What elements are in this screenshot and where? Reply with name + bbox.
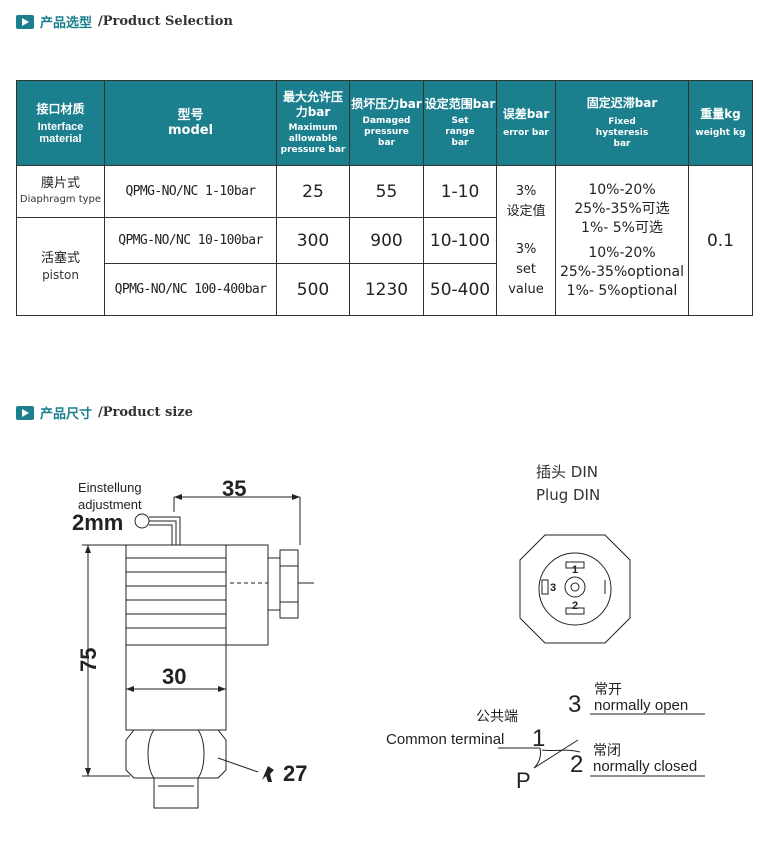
header-hysteresis: 固定迟滞bar Fixed hysteresis bar [555, 80, 689, 166]
section-title-cn: 产品尺寸 [40, 407, 93, 422]
terminal-3-number: 3 [568, 691, 581, 718]
set-range-cell: 10-100 [423, 217, 497, 264]
hysteresis-cell: 10%-20% 25%-35%可选 1%- 5%可选 10%-20% 25%-3… [555, 165, 689, 316]
table-row: QPMG-NO/NC 100-400bar 500 1230 50-400 [17, 263, 753, 316]
table-header-row: 接口材质 Interface material 型号 model 最大允许压力b… [16, 80, 753, 166]
header-model: 型号 model [104, 80, 277, 166]
damaged-pressure-cell: 1230 [349, 263, 424, 316]
switch-body [125, 644, 227, 731]
material-piston: 活塞式 piston [16, 217, 105, 316]
side-connector [279, 549, 299, 619]
adjust-label-3: 2mm [72, 510, 123, 535]
dim-27: 27 [283, 761, 307, 786]
section-title-cn: 产品选型 [40, 16, 93, 31]
section-title-en: /Product Selection [98, 14, 233, 29]
terminal-1-number: 1 [532, 725, 545, 752]
dim-30: 30 [162, 664, 186, 689]
normally-closed-en: normally closed [593, 758, 697, 775]
dim-75: 75 [76, 648, 101, 672]
model-cell: QPMG-NO/NC 10-100bar [104, 217, 277, 264]
plug-din-face [519, 534, 631, 644]
normally-closed-cn: 常闭 [593, 743, 621, 759]
section-title-en: /Product size [98, 405, 193, 420]
header-max-pressure: 最大允许压力bar Maximum allowable pressure bar [276, 80, 350, 166]
play-icon [16, 405, 34, 420]
plug-label-cn: 插头 DIN [536, 463, 598, 481]
product-selection-heading: 产品选型 /Product Selection [16, 12, 233, 31]
switch-head [125, 544, 227, 646]
header-material: 接口材质 Interface material [16, 80, 105, 166]
plug-label-en: Plug DIN [536, 486, 600, 504]
hex-nut [125, 729, 227, 779]
pin-2-label: 2 [572, 600, 578, 612]
error-cell: 3% 设定值 3% set value [496, 165, 556, 316]
product-selection-table: 接口材质 Interface material 型号 model 最大允许压力b… [16, 80, 753, 316]
common-terminal-cn: 公共端 [476, 709, 518, 725]
header-error: 误差bar error bar [496, 80, 556, 166]
damaged-pressure-cell: 55 [349, 165, 424, 218]
weight-cell: 0.1 [688, 165, 753, 316]
dim-35: 35 [222, 476, 246, 501]
product-size-heading: 产品尺寸 /Product size [16, 403, 193, 422]
max-pressure-cell: 500 [276, 263, 350, 316]
header-set-range: 设定范围bar Set range bar [423, 80, 497, 166]
model-cell: QPMG-NO/NC 1-10bar [104, 165, 277, 218]
model-cell: QPMG-NO/NC 100-400bar [104, 263, 277, 316]
play-icon [16, 14, 34, 29]
table-row: 膜片式 Diaphragm type QPMG-NO/NC 1-10bar 25… [16, 165, 753, 316]
pin-3-label: 3 [550, 582, 556, 594]
adjustment-screw [134, 513, 150, 529]
dimension-drawing: Einstellung adjustment 2mm 35 75 30 27 插… [72, 463, 705, 809]
normally-open-cn: 常开 [594, 682, 622, 698]
adjust-label-1: Einstellung [78, 480, 142, 495]
common-terminal-en: Common terminal [386, 731, 504, 748]
material-diaphragm: 膜片式 Diaphragm type [16, 165, 105, 218]
max-pressure-cell: 25 [276, 165, 350, 218]
wrench-icon [262, 766, 274, 782]
pressure-label: P [516, 768, 531, 793]
damaged-pressure-cell: 900 [349, 217, 424, 264]
set-range-cell: 50-400 [423, 263, 497, 316]
table-row: 活塞式 piston QPMG-NO/NC 10-100bar 300 900 … [16, 217, 753, 316]
adjust-label-2: adjustment [78, 497, 142, 512]
pin-1-label: 1 [572, 564, 578, 576]
header-damaged-pressure: 损坏压力bar Damaged pressure bar [349, 80, 424, 166]
set-range-cell: 1-10 [423, 165, 497, 218]
max-pressure-cell: 300 [276, 217, 350, 264]
thread-fitting [153, 777, 199, 809]
header-weight: 重量kg weight kg [688, 80, 753, 166]
normally-open-en: normally open [594, 697, 688, 714]
terminal-2-number: 2 [570, 751, 583, 778]
